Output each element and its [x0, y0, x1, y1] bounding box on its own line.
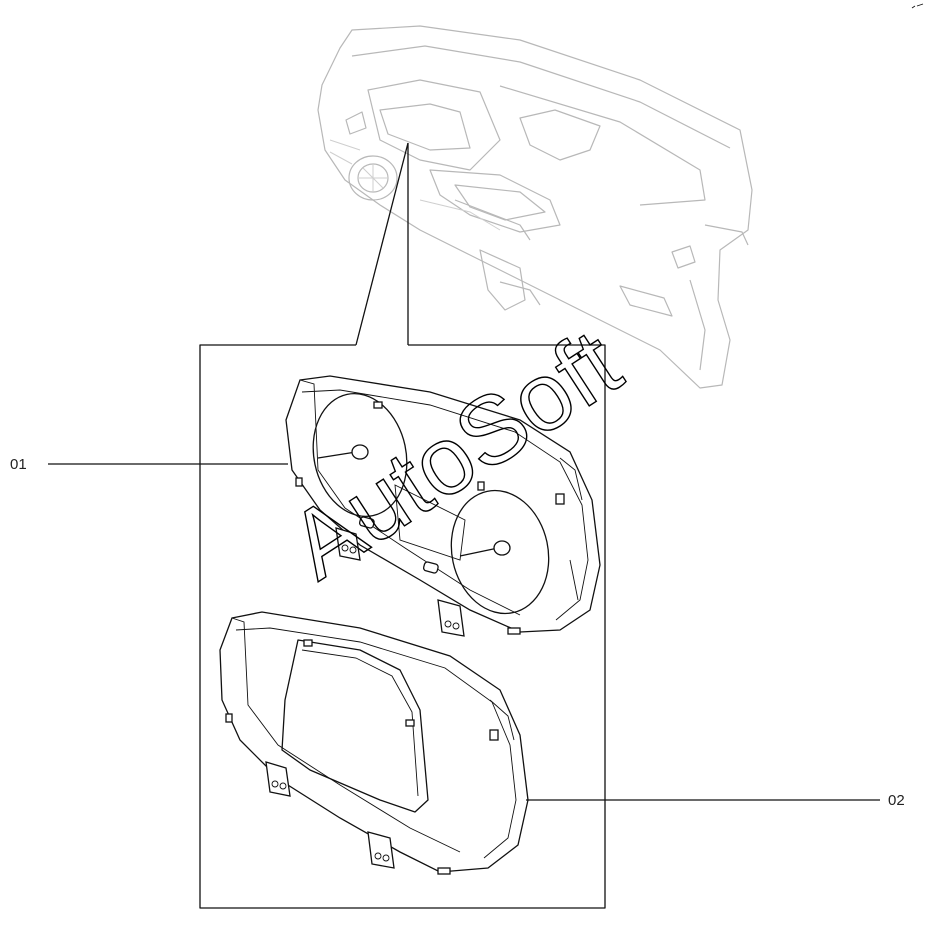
inset-leaders	[355, 142, 409, 346]
inset-frame	[199, 344, 606, 909]
corner-mark	[911, 3, 924, 9]
callout-02-label: 02	[888, 792, 905, 809]
callout-01: 01	[10, 456, 288, 473]
callout-02: 02	[526, 792, 905, 809]
callout-01-label: 01	[10, 456, 27, 473]
dashboard-overview	[317, 25, 753, 389]
cluster-digital	[219, 611, 529, 875]
cluster-analog	[285, 375, 601, 637]
